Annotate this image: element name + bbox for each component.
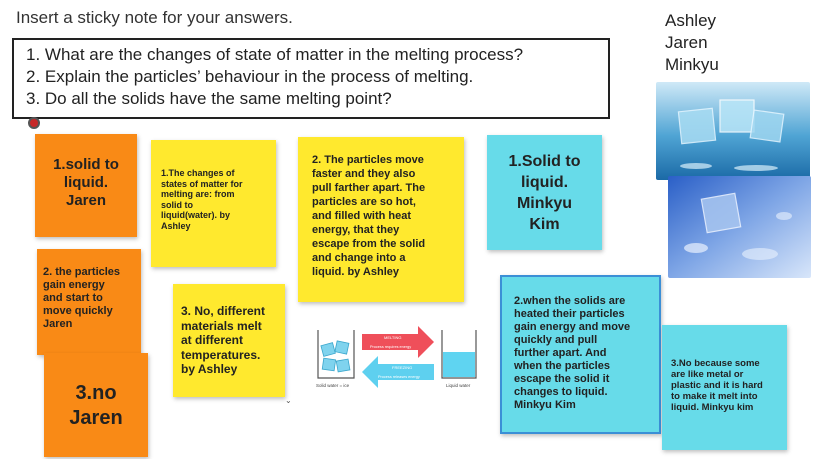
ice-cubes-photo-2[interactable] xyxy=(668,176,811,278)
name-ashley: Ashley xyxy=(665,11,717,30)
sticky-note-ashley-3[interactable]: 3. No, different materials melt at diffe… xyxy=(173,284,285,397)
question-2: 2. Explain the particles’ behaviour in t… xyxy=(26,67,474,86)
ice-beaker-icon xyxy=(317,330,355,379)
sticky-note-jaren-2[interactable]: 2. the particles gain energy and start t… xyxy=(37,249,141,355)
question-1: 1. What are the changes of state of matt… xyxy=(26,45,524,64)
sticky-note-jaren-3[interactable]: 3.no Jaren xyxy=(44,353,148,457)
melting-label: MELTING xyxy=(384,335,401,340)
questions-box[interactable]: 1. What are the changes of state of matt… xyxy=(12,38,610,119)
melting-arrow-icon xyxy=(362,326,434,358)
names-list: Ashley Jaren Minkyu xyxy=(665,10,719,76)
melting-sub-label: Process requires energy xyxy=(370,345,411,349)
name-minkyu: Minkyu xyxy=(665,55,719,74)
resize-cursor-icon: ⌄ xyxy=(285,396,292,405)
sticky-note-minkyu-3[interactable]: 3.No because some are like metal or plas… xyxy=(662,325,787,450)
location-pin-icon xyxy=(28,117,40,129)
water-beaker-icon xyxy=(441,330,477,379)
sticky-note-jaren-1[interactable]: 1.solid to liquid. Jaren xyxy=(35,134,137,237)
sticky-note-minkyu-1[interactable]: 1.Solid to liquid. Minkyu Kim xyxy=(487,135,602,250)
melting-freezing-diagram[interactable]: Solid water = ice MELTING Process requir… xyxy=(310,322,480,394)
sticky-note-ashley-2[interactable]: 2. The particles move faster and they al… xyxy=(298,137,464,302)
freezing-label: FREEZING xyxy=(392,365,412,370)
name-jaren: Jaren xyxy=(665,33,708,52)
sticky-note-minkyu-2[interactable]: 2.when the solids are heated their parti… xyxy=(500,275,661,434)
solid-label: Solid water = ice xyxy=(316,383,350,388)
ice-cubes-photo-1[interactable] xyxy=(656,82,810,180)
freezing-arrow-icon xyxy=(362,356,434,388)
question-3: 3. Do all the solids have the same melti… xyxy=(26,89,392,108)
liquid-label: Liquid water xyxy=(446,383,471,388)
instruction-text: Insert a sticky note for your answers. xyxy=(16,8,293,27)
freezing-sub-label: Process releases energy xyxy=(378,375,420,379)
sticky-note-ashley-1[interactable]: 1.The changes of states of matter for me… xyxy=(151,140,276,267)
